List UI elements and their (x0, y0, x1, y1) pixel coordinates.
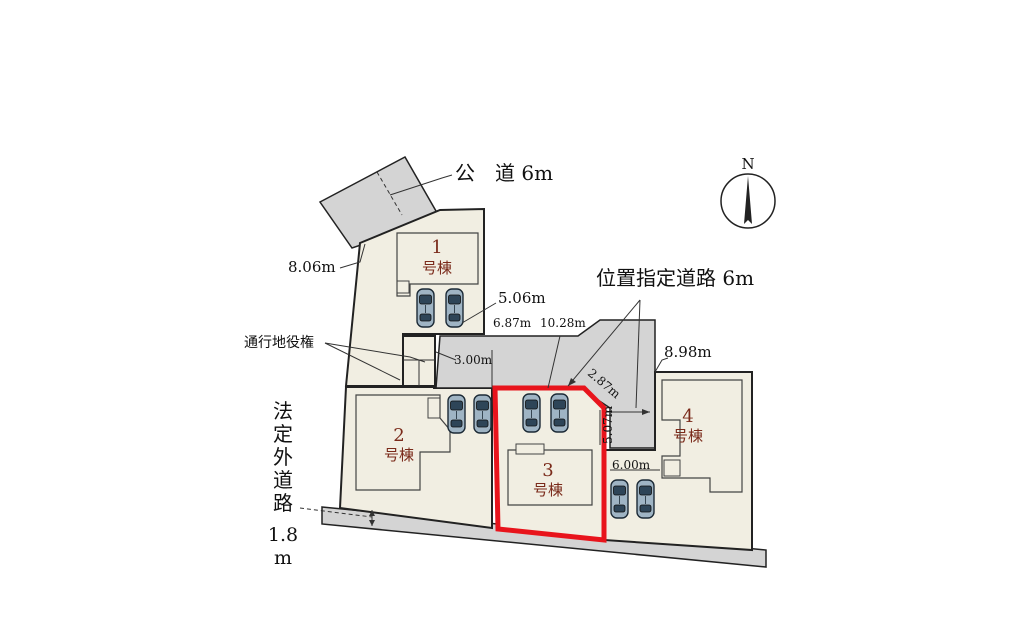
lot-3-highlight (492, 385, 607, 543)
dimension-label: 8.98m (664, 343, 712, 361)
designated-road-label: 位置指定道路 6m (596, 266, 754, 290)
house-1-label: 号棟 (422, 259, 452, 277)
house-4-label: 号棟 (673, 427, 703, 445)
north-compass-icon: N (720, 155, 776, 229)
house-3-number: 3 (542, 460, 553, 481)
car-icon (473, 394, 492, 434)
public-road-label: 公 道 6m (455, 161, 553, 185)
dimension-label: 6.00m (612, 458, 651, 472)
side-road-label: 法 定 外 道 路 1.8 m (268, 399, 298, 569)
car-icon (445, 288, 464, 328)
compass-north-label: N (741, 155, 754, 173)
house-2-label: 号棟 (384, 446, 414, 464)
side-road-char: 道 (273, 468, 293, 492)
dimension-label: 5.07m (601, 405, 615, 444)
car-icon (416, 288, 435, 328)
easement-label: 通行地役権 (244, 334, 314, 351)
car-icon (447, 394, 466, 434)
dimension-label: 6.87m (493, 316, 532, 330)
car-icon (610, 479, 629, 519)
house-3-footprint (507, 449, 593, 506)
side-road-char: 外 (273, 445, 293, 469)
house-2-number: 2 (393, 425, 404, 446)
side-road-char: 法 (273, 399, 293, 423)
side-road-char: 路 (273, 491, 293, 515)
house-1-number: 1 (431, 237, 442, 258)
dimension-label: 8.06m (288, 258, 336, 276)
dimension-label: 3.00m (454, 353, 493, 367)
side-road-width: 1.8 (268, 524, 298, 546)
dimension-label: 5.06m (498, 289, 546, 307)
car-icon (636, 479, 655, 519)
side-road-char: 定 (273, 422, 293, 446)
car-icon (522, 393, 541, 433)
house-4-footprint (661, 379, 743, 493)
side-road-width-unit: m (274, 547, 292, 569)
house-4-number: 4 (682, 406, 693, 427)
house-3-label: 号棟 (533, 481, 563, 499)
dimension-label: 10.28m (540, 316, 586, 330)
car-icon (550, 393, 569, 433)
house-1-footprint (396, 232, 479, 297)
